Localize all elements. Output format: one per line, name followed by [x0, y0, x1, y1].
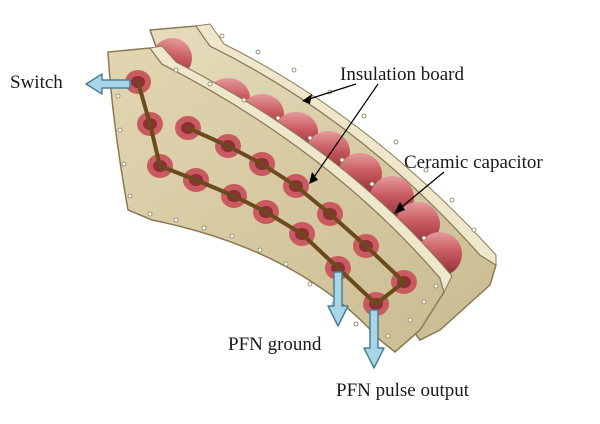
label-switch: Switch: [10, 72, 63, 93]
label-ceramic-capacitor: Ceramic capacitor: [404, 152, 543, 173]
label-insulation-board: Insulation board: [340, 64, 465, 85]
switch-arrow: [85, 73, 131, 95]
label-pfn-ground: PFN ground: [228, 334, 322, 355]
pfn-wiring: [136, 80, 406, 306]
leader-arrowheads: [302, 94, 405, 214]
pfn-ground-arrow: [327, 271, 349, 327]
pfn-pulse-output-arrow: [363, 309, 385, 369]
label-pfn-pulse-output: PFN pulse output: [336, 380, 470, 401]
leader-lines: [305, 83, 445, 211]
